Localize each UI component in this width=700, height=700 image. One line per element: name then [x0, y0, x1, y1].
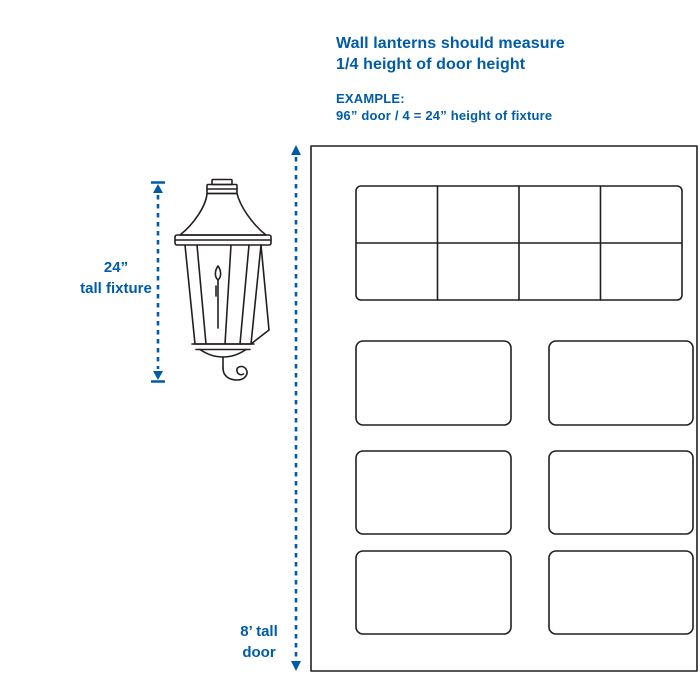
example-note: EXAMPLE: 96” door / 4 = 24” height of fi… — [336, 90, 552, 124]
door-window-grid — [355, 185, 683, 301]
wall-lantern-illustration — [174, 178, 272, 381]
lantern-bracket — [191, 343, 255, 381]
door-height-label: 8’ tall door — [214, 621, 304, 663]
fixture-height-caption: tall fixture — [80, 280, 152, 297]
door-height-value: 8’ tall — [240, 623, 278, 640]
door-illustration — [310, 145, 698, 672]
door-frame — [310, 145, 698, 672]
door-height-dimension-line — [291, 145, 301, 671]
example-formula: 96” door / 4 = 24” height of fixture — [336, 108, 553, 123]
example-label: EXAMPLE: — [336, 91, 405, 106]
lantern-roof — [174, 192, 272, 246]
door-height-caption: door — [242, 644, 276, 661]
door-panels — [355, 340, 694, 635]
heading-line-2: 1/4 height of door height — [336, 56, 526, 73]
lantern-candle — [214, 265, 222, 329]
heading: Wall lanterns should measure 1/4 height … — [336, 33, 565, 75]
fixture-height-dimension-line — [151, 181, 165, 383]
fixture-height-value: 24” — [103, 259, 129, 276]
lantern-body — [184, 244, 270, 345]
fixture-height-label: 24” tall fixture — [70, 257, 162, 299]
lantern-finial — [206, 178, 238, 195]
heading-line-1: Wall lanterns should measure — [336, 35, 565, 52]
